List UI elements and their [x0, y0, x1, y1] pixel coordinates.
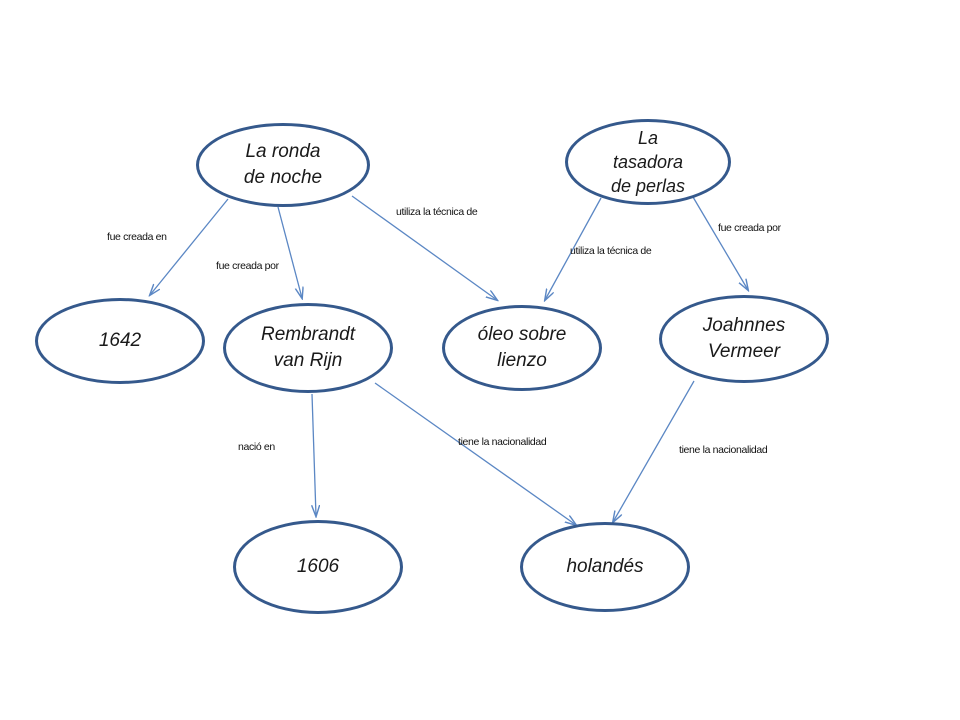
edge-tasadora-to-oleo: [545, 197, 602, 300]
node-label-ronda: La ronda de noche: [243, 140, 323, 188]
edge-ronda-to-rembrandt: [277, 206, 302, 298]
node-label-vermeer: Joahnnes Vermeer: [702, 314, 786, 362]
edge-rembrandt-to-anio1606: [312, 393, 316, 516]
edge-ronda-to-anio1642: [150, 198, 229, 295]
node-label-tasadora: La tasadora de perlas: [610, 127, 686, 197]
node-ronda[interactable]: La ronda de noche: [196, 123, 370, 207]
edge-tasadora-to-vermeer: [692, 196, 748, 290]
edge-label-e3: utiliza la técnica de: [396, 206, 478, 218]
edge-label-e2: fue creada por: [216, 260, 279, 272]
node-anio1642[interactable]: 1642: [35, 298, 205, 384]
edge-label-e4: utiliza la técnica de: [570, 245, 652, 257]
edge-label-e7: tiene la nacionalidad: [458, 436, 547, 448]
node-label-holandes: holandés: [566, 555, 644, 577]
node-holandes[interactable]: holandés: [520, 522, 690, 612]
edge-label-e6: nació en: [238, 441, 275, 453]
edge-label-e5: fue creada por: [718, 222, 781, 234]
edge-rembrandt-to-holandes: [374, 382, 576, 525]
node-vermeer[interactable]: Joahnnes Vermeer: [659, 295, 829, 383]
node-oleo[interactable]: óleo sobre lienzo: [442, 305, 602, 391]
edge-ronda-to-oleo: [351, 195, 497, 300]
edge-label-e8: tiene la nacionalidad: [679, 444, 768, 456]
edge-vermeer-to-holandes: [613, 380, 695, 522]
node-label-oleo: óleo sobre lienzo: [477, 323, 567, 371]
node-rembrandt[interactable]: Rembrandt van Rijn: [223, 303, 393, 393]
node-anio1606[interactable]: 1606: [233, 520, 403, 614]
node-label-anio1642: 1642: [98, 329, 142, 351]
node-label-rembrandt: Rembrandt van Rijn: [261, 323, 355, 371]
edge-label-e1: fue creada en: [107, 231, 167, 243]
node-label-anio1606: 1606: [296, 555, 340, 577]
node-tasadora[interactable]: La tasadora de perlas: [565, 119, 731, 205]
